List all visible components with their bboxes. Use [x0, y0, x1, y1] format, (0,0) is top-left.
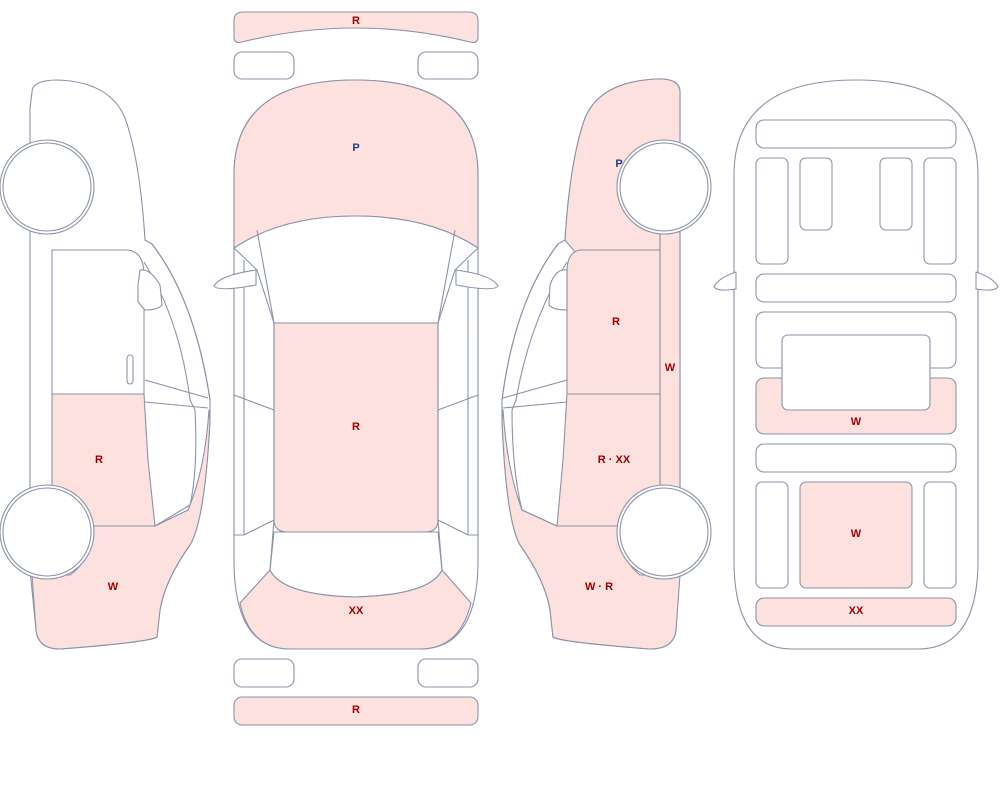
left-side-view: [0, 79, 211, 650]
label-left-rear-quarter: W: [108, 581, 119, 593]
left-mirror: [137, 269, 163, 311]
rear-right-seat-side: [923, 481, 957, 589]
rear-bumper[interactable]: [233, 696, 479, 726]
interior-right-mirror: [975, 271, 999, 291]
label-roof: R: [352, 421, 360, 433]
label-interior-cargo-row: W: [851, 416, 862, 428]
right-front-wheel: [619, 142, 709, 232]
interior-view: [713, 79, 999, 650]
windshield: [233, 215, 479, 324]
front-left-seat-side: [755, 157, 789, 265]
right-side-pillars-top: [437, 229, 479, 571]
front-right-seat-side: [923, 157, 957, 265]
dashboard: [755, 119, 957, 149]
left-door-handle[interactable]: [126, 354, 134, 385]
interior-trunk-strip[interactable]: [755, 597, 957, 627]
front-left-seat: [799, 157, 833, 231]
front-right-seat: [879, 157, 913, 231]
rear-window: [269, 531, 443, 598]
left-window-frame: [143, 261, 197, 527]
top-left-mirror: [213, 269, 257, 290]
left-b-pillar-lines: [144, 379, 209, 409]
left-rear-wheel: [2, 487, 92, 577]
interior-rear-seat[interactable]: [799, 481, 913, 589]
interior-left-mirror: [713, 271, 737, 291]
top-right-mirror: [455, 269, 499, 290]
right-a-pillar: [501, 243, 559, 401]
right-window-frame: [511, 261, 568, 527]
left-front-door[interactable]: [51, 249, 145, 395]
top-view: [213, 11, 499, 726]
label-trunk: XX: [349, 605, 364, 617]
label-left-rear-door: R: [95, 454, 103, 466]
right-b-pillar-lines: [502, 379, 568, 409]
right-rear-wheel: [619, 487, 709, 577]
right-rear-quarter[interactable]: [501, 409, 681, 650]
label-right-rear-door: R · XX: [598, 454, 631, 466]
label-interior-rear-seat: W: [851, 528, 862, 540]
trunk[interactable]: [239, 569, 472, 650]
label-hood: P: [352, 142, 359, 154]
interior-console: [781, 334, 931, 411]
front-left-light: [233, 51, 295, 80]
left-a-pillar: [151, 243, 211, 401]
right-mirror: [548, 269, 568, 311]
rear-left-light: [233, 658, 295, 688]
interior-strip-1: [755, 273, 957, 303]
front-right-light: [417, 51, 479, 80]
label-right-front-fender: P: [615, 158, 622, 170]
front-bumper[interactable]: [233, 11, 479, 43]
label-interior-trunk-strip: XX: [849, 605, 864, 617]
label-front-bumper: R: [352, 15, 360, 27]
label-right-front-door: R: [612, 316, 620, 328]
left-side-pillars-top: [233, 229, 275, 571]
rear-right-light: [417, 658, 479, 688]
interior-strip-2: [755, 443, 957, 473]
label-right-pillar: W: [665, 362, 676, 374]
label-rear-bumper: R: [352, 704, 360, 716]
rear-left-seat-side: [755, 481, 789, 589]
left-rear-quarter[interactable]: [31, 409, 211, 650]
label-right-rear-quarter: W · R: [585, 581, 613, 593]
right-side-view: [501, 78, 712, 650]
left-front-wheel: [2, 142, 92, 232]
